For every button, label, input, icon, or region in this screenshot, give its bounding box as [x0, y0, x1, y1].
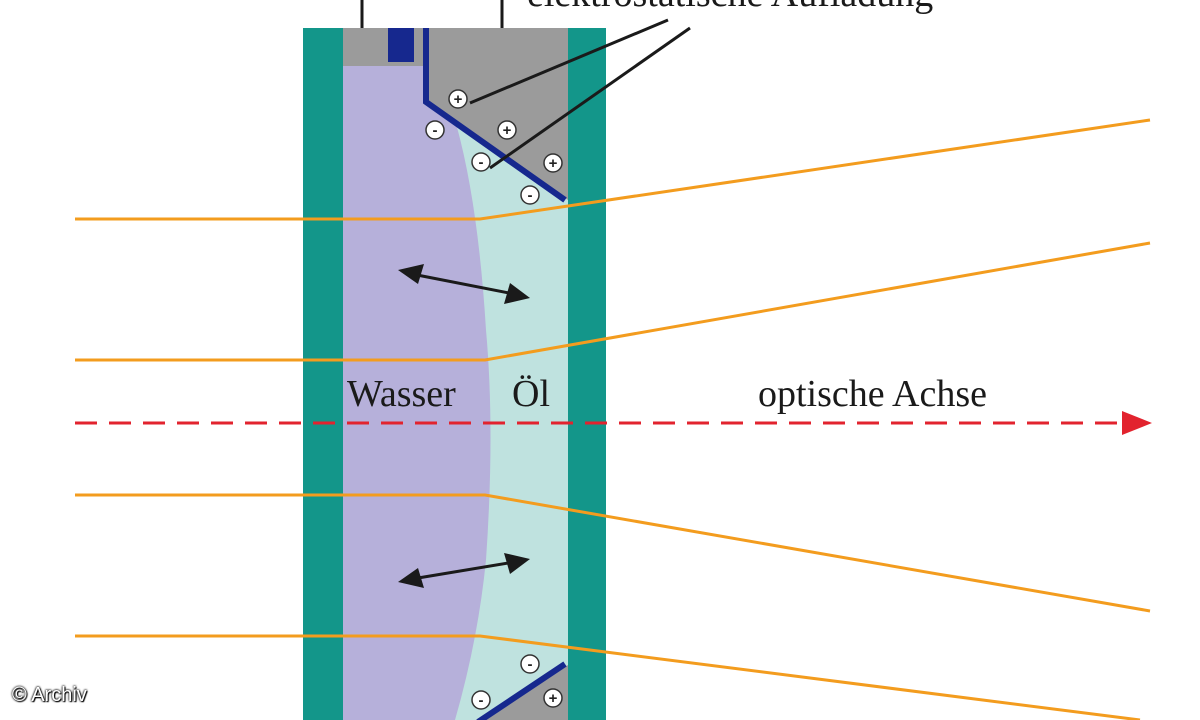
- charge-plus-text: +: [454, 91, 463, 108]
- glass-wall-left: [303, 28, 343, 720]
- light-ray: [75, 241, 1151, 362]
- charge-minus-icon: -: [520, 185, 540, 205]
- charge-minus-icon: -: [520, 654, 540, 674]
- charge-minus-text: -: [528, 656, 533, 673]
- light-ray: [75, 634, 1141, 720]
- charge-plus-icon: +: [448, 89, 468, 109]
- leader-line: [489, 26, 691, 170]
- top-label: elektrostatische Aufladung: [527, 0, 933, 15]
- charge-minus-icon: -: [425, 120, 445, 140]
- charge-plus-icon: +: [543, 688, 563, 708]
- bottom-insulator-line: [476, 661, 567, 720]
- top-insulator-line: [423, 28, 567, 203]
- charge-minus-text: -: [479, 154, 484, 171]
- charge-minus-text: -: [433, 122, 438, 139]
- oil-label: Öl: [512, 373, 550, 415]
- double-arrow-icon: [398, 264, 530, 304]
- charge-plus-text: +: [549, 155, 558, 172]
- double-arrow-icon: [398, 553, 530, 588]
- charge-plus-text: +: [549, 690, 558, 707]
- copyright-notice: © Archiv: [12, 684, 87, 706]
- optical-axis-arrowhead: [1122, 411, 1152, 435]
- charge-minus-text: -: [479, 692, 484, 709]
- charge-minus-icon: -: [471, 152, 491, 172]
- water-label: Wasser: [347, 373, 456, 415]
- charges-top: + + + - - -: [425, 89, 563, 205]
- charge-plus-icon: +: [543, 153, 563, 173]
- oil-region: [455, 28, 568, 720]
- glass-wall-right: [568, 28, 606, 720]
- light-ray: [75, 493, 1151, 613]
- light-rays: [75, 118, 1151, 720]
- top-electrode-right: [425, 28, 568, 200]
- leader-line: [469, 18, 669, 105]
- top-insulator-block: [388, 28, 414, 62]
- charge-minus-text: -: [528, 187, 533, 204]
- light-ray: [75, 118, 1151, 221]
- charge-plus-text: +: [503, 122, 512, 139]
- charges-bottom: - - +: [471, 654, 563, 710]
- charge-minus-icon: -: [471, 690, 491, 710]
- charge-plus-icon: +: [497, 120, 517, 140]
- optical-axis-label: optische Achse: [758, 373, 987, 415]
